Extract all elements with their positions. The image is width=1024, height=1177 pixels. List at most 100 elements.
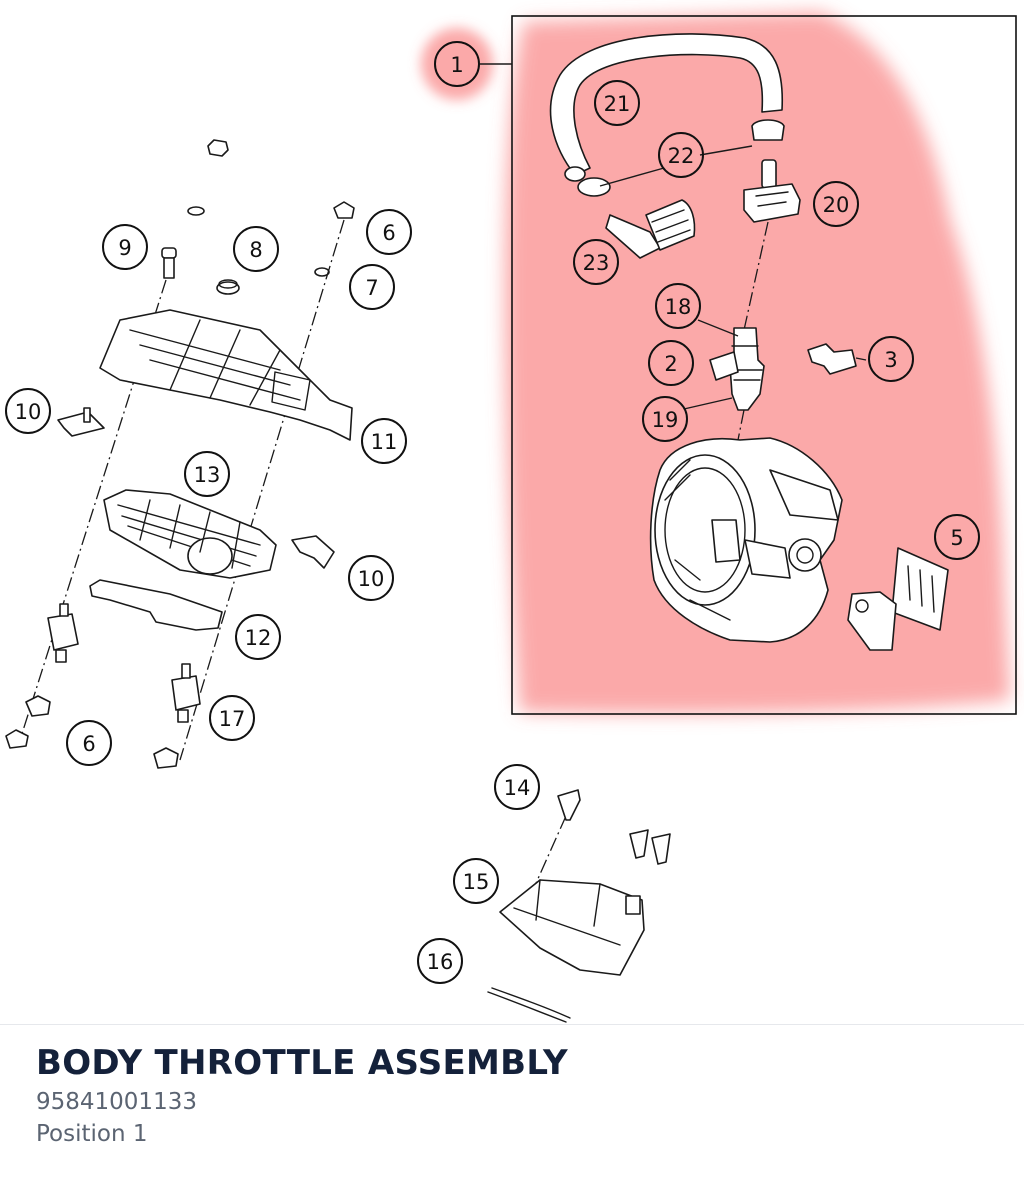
callout-number: 6 (382, 221, 395, 245)
callout-number: 20 (823, 193, 850, 217)
callout-circle (66, 720, 112, 766)
callout-21[interactable]: 21 (594, 80, 640, 126)
callout-number: 5 (950, 526, 963, 550)
gasket-part[interactable] (487, 987, 571, 1023)
callout-5[interactable]: 5 (934, 514, 980, 560)
callout-circle (434, 41, 480, 87)
callout-circle (366, 209, 412, 255)
callout-circle (235, 614, 281, 660)
callout-22[interactable]: 22 (658, 132, 704, 178)
clamp-part[interactable] (577, 119, 785, 197)
standoff-part[interactable] (47, 603, 79, 663)
callout-10[interactable]: 10 (348, 555, 394, 601)
cover-part-15[interactable] (499, 879, 645, 976)
part-info-footer: BODY THROTTLE ASSEMBLY 95841001133 Posit… (0, 1024, 1024, 1177)
callout-number: 3 (884, 348, 897, 372)
callout-number: 18 (665, 295, 692, 319)
map-sensor-part[interactable] (847, 547, 949, 651)
callout-number: 13 (194, 463, 221, 487)
callout-number: 14 (504, 776, 531, 800)
callout-circle (648, 340, 694, 386)
callout-13[interactable]: 13 (184, 451, 230, 497)
callout-14[interactable]: 14 (494, 764, 540, 810)
callout-11[interactable]: 11 (361, 418, 407, 464)
bracket-part-10b[interactable] (291, 535, 335, 569)
screw-part-14[interactable] (557, 789, 581, 821)
standoff-part-17[interactable] (171, 663, 201, 723)
axis-line (743, 221, 769, 331)
callout-circle (813, 181, 859, 227)
callout-8[interactable]: 8 (233, 226, 279, 272)
selected-callout-highlight (421, 28, 493, 100)
callout-circle (209, 695, 255, 741)
cover-part[interactable] (99, 309, 353, 441)
injector-part[interactable] (709, 327, 765, 411)
callout-16[interactable]: 16 (417, 938, 463, 984)
plate-part[interactable] (89, 579, 223, 631)
screw-part-6[interactable] (333, 201, 355, 219)
callout-15[interactable]: 15 (453, 858, 499, 904)
callout-9[interactable]: 9 (102, 224, 148, 270)
callout-12[interactable]: 12 (235, 614, 281, 660)
bracket-part-10a[interactable] (57, 407, 105, 437)
callout-circle (594, 80, 640, 126)
clip-part[interactable] (807, 343, 857, 375)
callout-18[interactable]: 18 (655, 283, 701, 329)
ecu-part[interactable] (103, 489, 277, 579)
callout-3[interactable]: 3 (868, 336, 914, 382)
callout-circle (573, 239, 619, 285)
elbow-connector-part[interactable] (605, 199, 696, 259)
callout-number: 12 (245, 626, 272, 650)
callout-circle (184, 451, 230, 497)
callout-number: 1 (450, 53, 463, 77)
screws-part[interactable] (629, 829, 671, 865)
position-label: Position 1 (36, 1121, 148, 1147)
callout-10[interactable]: 10 (5, 388, 51, 434)
callout-circle (868, 336, 914, 382)
callout-circle (453, 858, 499, 904)
callout-7[interactable]: 7 (349, 264, 395, 310)
callout-circle (417, 938, 463, 984)
callout-number: 22 (668, 144, 695, 168)
callout-number: 8 (249, 238, 262, 262)
callout-circle (5, 388, 51, 434)
callout-circle (658, 132, 704, 178)
bolt-part-9[interactable] (161, 247, 177, 279)
nut-part-bottom[interactable] (5, 695, 179, 769)
callout-circle (934, 514, 980, 560)
callout-number: 9 (118, 236, 131, 260)
callout-number: 2 (664, 352, 677, 376)
callout-number: 11 (371, 430, 398, 454)
callout-17[interactable]: 17 (209, 695, 255, 741)
callout-circle (349, 264, 395, 310)
callout-19[interactable]: 19 (642, 396, 688, 442)
washer-part[interactable] (187, 206, 205, 216)
throttle-body-part[interactable] (649, 437, 843, 643)
callout-6[interactable]: 6 (366, 209, 412, 255)
hose-part[interactable] (549, 33, 784, 182)
callout-number: 23 (583, 251, 610, 275)
group-frame (511, 15, 1017, 715)
part-number: 95841001133 (36, 1089, 197, 1115)
callout-circle (348, 555, 394, 601)
nut-part[interactable] (207, 139, 229, 157)
callout-circle (361, 418, 407, 464)
callout-1[interactable]: 1 (434, 41, 480, 87)
sensor-part-20[interactable] (743, 159, 801, 223)
spacer-part[interactable] (314, 267, 330, 277)
callout-23[interactable]: 23 (573, 239, 619, 285)
callout-6[interactable]: 6 (66, 720, 112, 766)
callout-2[interactable]: 2 (648, 340, 694, 386)
callout-circle (102, 224, 148, 270)
callout-circle (642, 396, 688, 442)
callout-circle (494, 764, 540, 810)
callout-number: 16 (427, 950, 454, 974)
callout-number: 15 (463, 870, 490, 894)
grommet-part[interactable] (216, 279, 240, 295)
callout-number: 19 (652, 408, 679, 432)
callout-20[interactable]: 20 (813, 181, 859, 227)
callout-number: 21 (604, 92, 631, 116)
axis-line (179, 219, 345, 761)
